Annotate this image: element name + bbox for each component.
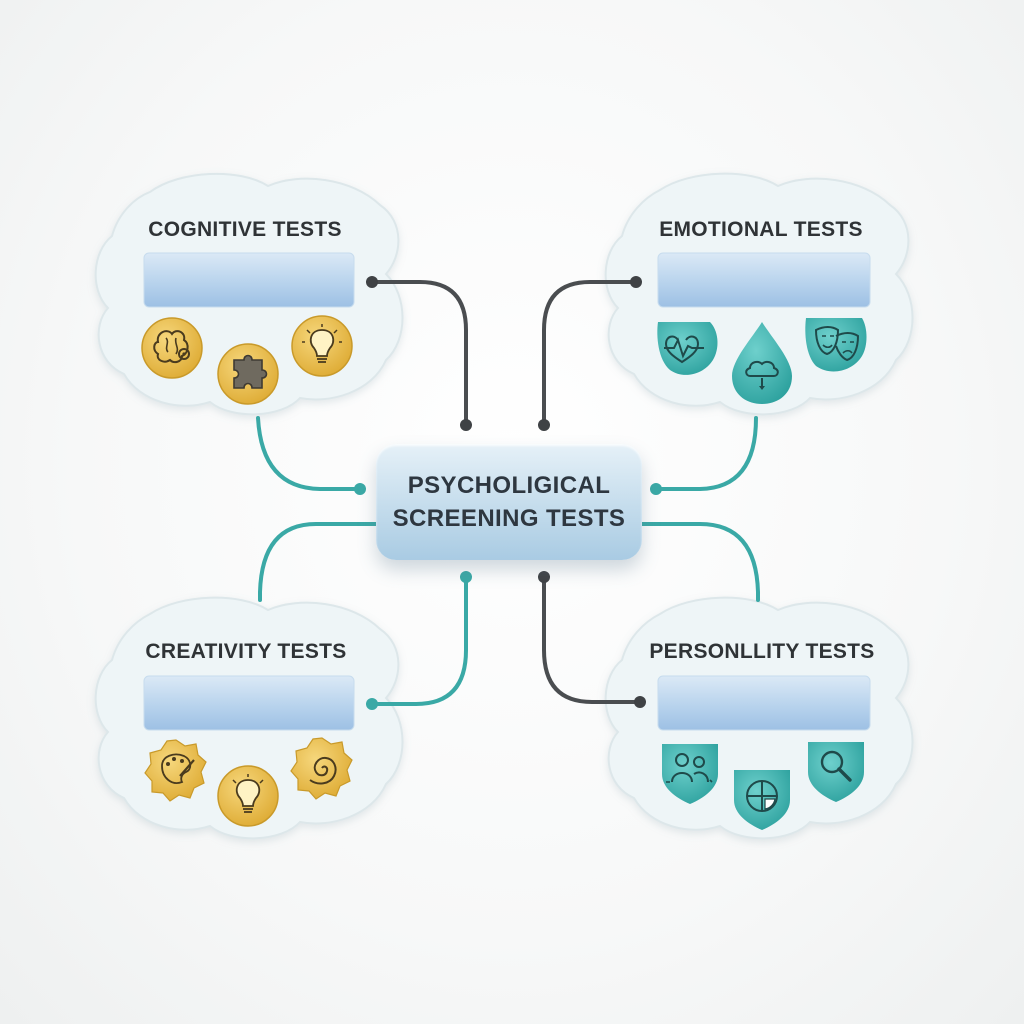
central-topic-box: PSYCHOLIGICAL SCREENING TESTS: [376, 444, 642, 560]
connector-emotional-dark: [542, 280, 638, 427]
cognitive-tests-title: COGNITIVE TESTS: [148, 218, 342, 241]
connector-cognitive-dark: [370, 280, 468, 427]
brain-gear-icon: [141, 317, 203, 379]
connector-dot: [634, 696, 646, 708]
people-shield-icon: [662, 744, 718, 804]
personality-bar: [657, 675, 871, 731]
creativity-tests-title: CREATIVITY TESTS: [145, 640, 347, 663]
connector-dot: [366, 276, 378, 288]
puzzle-icon: [217, 343, 279, 405]
spiral-icon: [290, 737, 353, 800]
connector-dot: [354, 483, 366, 495]
magnifier-shield-icon: [808, 742, 864, 802]
personality-tests-title: PERSONLLITY TESTS: [649, 640, 875, 663]
connector-dot: [460, 419, 472, 431]
connector-creativity-teal: [370, 575, 468, 706]
cognitive-bar: [143, 252, 355, 308]
connector-personality-dark: [542, 575, 642, 704]
lightbulb-icon: [291, 315, 353, 377]
cloud-rain-drop-icon: [732, 322, 792, 404]
central-topic-title: PSYCHOLIGICAL SCREENING TESTS: [392, 472, 626, 532]
connector-dot: [538, 419, 550, 431]
connector-dot: [460, 571, 472, 583]
emotional-tests-title: EMOTIONAL TESTS: [659, 218, 863, 241]
connector-cognitive-teal: [256, 416, 362, 491]
theater-masks-icon: [805, 318, 867, 372]
emotional-bar: [657, 252, 871, 308]
connector-dot: [538, 571, 550, 583]
connector-dot: [366, 698, 378, 710]
connector-personality-upper-teal: [640, 522, 760, 602]
palette-icon: [144, 739, 207, 802]
lightbulb-icon: [217, 765, 279, 827]
connector-emotional-teal: [654, 416, 758, 491]
connector-creativity-upper-teal: [258, 522, 378, 602]
connector-dot: [650, 483, 662, 495]
heartbeat-drop-icon: [657, 322, 718, 375]
creativity-bar: [143, 675, 355, 731]
quadrant-shield-icon: [734, 770, 790, 830]
connector-dot: [630, 276, 642, 288]
